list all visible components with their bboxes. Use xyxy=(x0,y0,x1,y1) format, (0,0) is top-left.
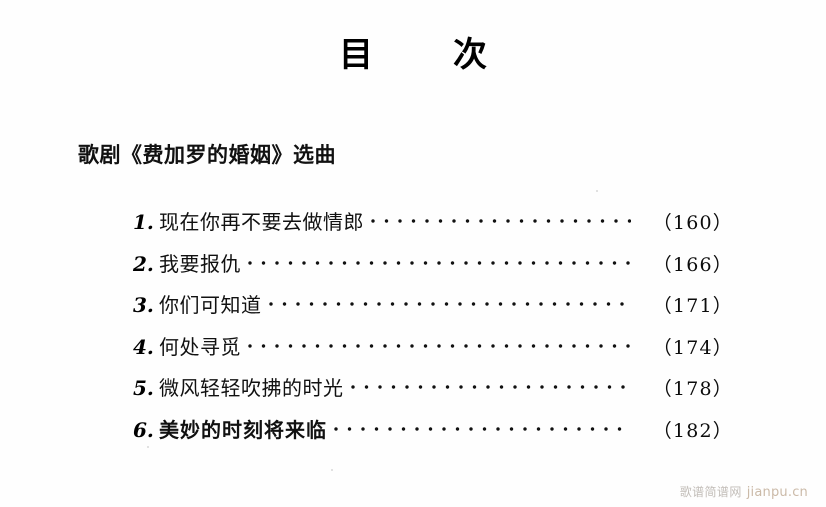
entry-page-number: （171） xyxy=(652,295,733,317)
page-title: 目次 xyxy=(0,33,826,77)
entry-number: 1. xyxy=(133,210,154,234)
entry-number: 2. xyxy=(133,251,154,276)
dot-leader-icon xyxy=(334,417,631,437)
toc-entry-row[interactable]: 5. 微风轻轻吹拂的时光 （178） xyxy=(133,374,733,416)
entry-title: 现在你再不要去做情郎 xyxy=(159,210,364,234)
entry-number: 6. xyxy=(133,417,154,442)
dot-leader-icon xyxy=(248,334,631,354)
toc-entry-list: 1. 现在你再不要去做情郎 （160） 2. 我要报仇 （166） 3. 你们可… xyxy=(133,208,733,457)
entry-title: 微风轻轻吹拂的时光 xyxy=(159,376,344,400)
entry-title: 你们可知道 xyxy=(159,293,262,317)
watermark: 歌谱简谱网 jianpu.cn xyxy=(680,483,808,500)
toc-entry-row[interactable]: 2. 我要报仇 （166） xyxy=(133,250,733,292)
entry-title: 美妙的时刻将来临 xyxy=(159,417,327,442)
entry-title: 我要报仇 xyxy=(159,251,241,276)
dot-leader-icon xyxy=(371,209,631,229)
watermark-site-name: 歌谱简谱网 xyxy=(679,485,742,499)
entry-page-number: （178） xyxy=(652,378,733,400)
entry-page-number: （166） xyxy=(652,253,733,276)
entry-number: 5. xyxy=(133,376,154,400)
page-title-char-ci: 次 xyxy=(453,35,487,75)
section-heading: 歌剧《费加罗的婚姻》选曲 xyxy=(78,142,336,167)
entry-page-number: （182） xyxy=(652,419,733,442)
toc-entry-row[interactable]: 4. 何处寻觅 （174） xyxy=(133,333,733,375)
toc-entry-row[interactable]: 6. 美妙的时刻将来临 （182） xyxy=(133,416,733,458)
dot-leader-icon xyxy=(268,292,631,312)
entry-number: 3. xyxy=(133,293,154,317)
entry-title: 何处寻觅 xyxy=(159,334,241,359)
entry-number: 4. xyxy=(133,334,154,359)
page-title-char-mu: 目 xyxy=(339,35,373,75)
entry-page-number: （174） xyxy=(652,336,733,359)
watermark-url: jianpu.cn xyxy=(746,485,808,500)
dot-leader-icon xyxy=(350,375,631,395)
toc-entry-row[interactable]: 3. 你们可知道 （171） xyxy=(133,291,733,333)
scan-speck xyxy=(147,446,149,448)
entry-page-number: （160） xyxy=(652,212,733,234)
dot-leader-icon xyxy=(248,251,631,271)
scan-speck xyxy=(596,190,598,192)
scan-speck xyxy=(331,469,333,471)
toc-entry-row[interactable]: 1. 现在你再不要去做情郎 （160） xyxy=(133,208,733,250)
